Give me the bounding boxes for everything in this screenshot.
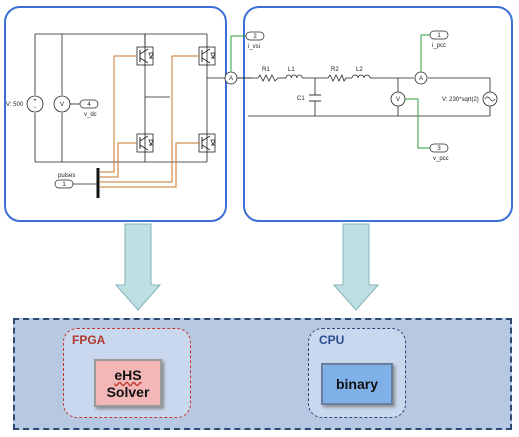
- svg-text:4: 4: [87, 102, 91, 108]
- svg-text:−: −: [33, 105, 37, 111]
- cpu-container: CPU binary: [308, 328, 406, 418]
- inductor-l2: [351, 74, 371, 79]
- vdc-output-port[interactable]: 4: [79, 99, 99, 109]
- vdc-label: v_dc: [84, 112, 97, 118]
- dc-bus-wires: [34, 33, 225, 163]
- ammeter-right: A: [414, 71, 428, 85]
- green-meas-ivsi: [230, 35, 246, 72]
- igbt-bridge: [136, 34, 216, 153]
- svg-text:V: V: [396, 97, 400, 103]
- inductor-l1: [285, 74, 303, 79]
- pulses-input-port[interactable]: 1: [54, 179, 74, 189]
- svg-text:A: A: [229, 76, 233, 82]
- ehs-solver-block[interactable]: eHS Solver: [94, 359, 162, 407]
- fpga-container: FPGA eHS Solver: [63, 328, 191, 418]
- svg-text:2: 2: [253, 34, 257, 40]
- resistor-r2: [327, 73, 347, 82]
- c1-label: C1: [297, 96, 305, 102]
- grid-ac-source: [482, 91, 498, 107]
- right-down-arrow: [332, 223, 380, 311]
- l1-label: L1: [288, 67, 295, 73]
- gate-signal-wires: [100, 55, 199, 188]
- vpcc-output-port[interactable]: 3: [429, 143, 449, 153]
- green-meas-vpcc: [405, 98, 430, 149]
- cpu-label: CPU: [319, 333, 345, 347]
- dc-source-label: V: 500: [6, 102, 24, 108]
- binary-block[interactable]: binary: [321, 363, 393, 405]
- left-down-arrow: [114, 223, 162, 311]
- svg-text:1: 1: [62, 182, 66, 188]
- left-circuit-panel: [4, 6, 227, 222]
- vpcc-label: v_pcc: [433, 156, 449, 162]
- ipcc-output-port[interactable]: 1: [429, 30, 449, 40]
- svg-text:V: V: [60, 102, 64, 108]
- svg-text:A: A: [419, 76, 423, 82]
- capacitor-c1: [309, 94, 321, 102]
- hardware-target-panel: FPGA eHS Solver CPU binary: [13, 318, 512, 430]
- ivsi-output-port[interactable]: 2: [245, 31, 265, 41]
- ac-wires: [225, 77, 491, 117]
- ipcc-label: i_pcc: [432, 43, 446, 49]
- ivsi-label: i_vsi: [248, 44, 260, 50]
- dc-voltmeter: V: [53, 95, 71, 113]
- r2-label: R2: [331, 67, 339, 73]
- grid-source-label: V: 230*sqrt(2): [442, 97, 479, 103]
- solver-line1: eHS: [114, 367, 142, 383]
- l2-label: L2: [356, 67, 363, 73]
- ammeter-left: A: [224, 71, 238, 85]
- pcc-voltmeter: V: [390, 91, 406, 107]
- svg-text:+: +: [33, 98, 37, 104]
- fpga-label: FPGA: [72, 333, 106, 347]
- r1-label: R1: [262, 67, 270, 73]
- solver-line2: Solver: [106, 384, 150, 400]
- green-meas-ipcc: [420, 34, 430, 72]
- resistor-r1: [257, 74, 279, 82]
- dc-source: + −: [26, 95, 44, 113]
- svg-text:3: 3: [437, 146, 441, 152]
- pulses-label: pulses: [58, 173, 75, 179]
- right-circuit-panel: [243, 6, 513, 222]
- svg-text:1: 1: [437, 33, 441, 39]
